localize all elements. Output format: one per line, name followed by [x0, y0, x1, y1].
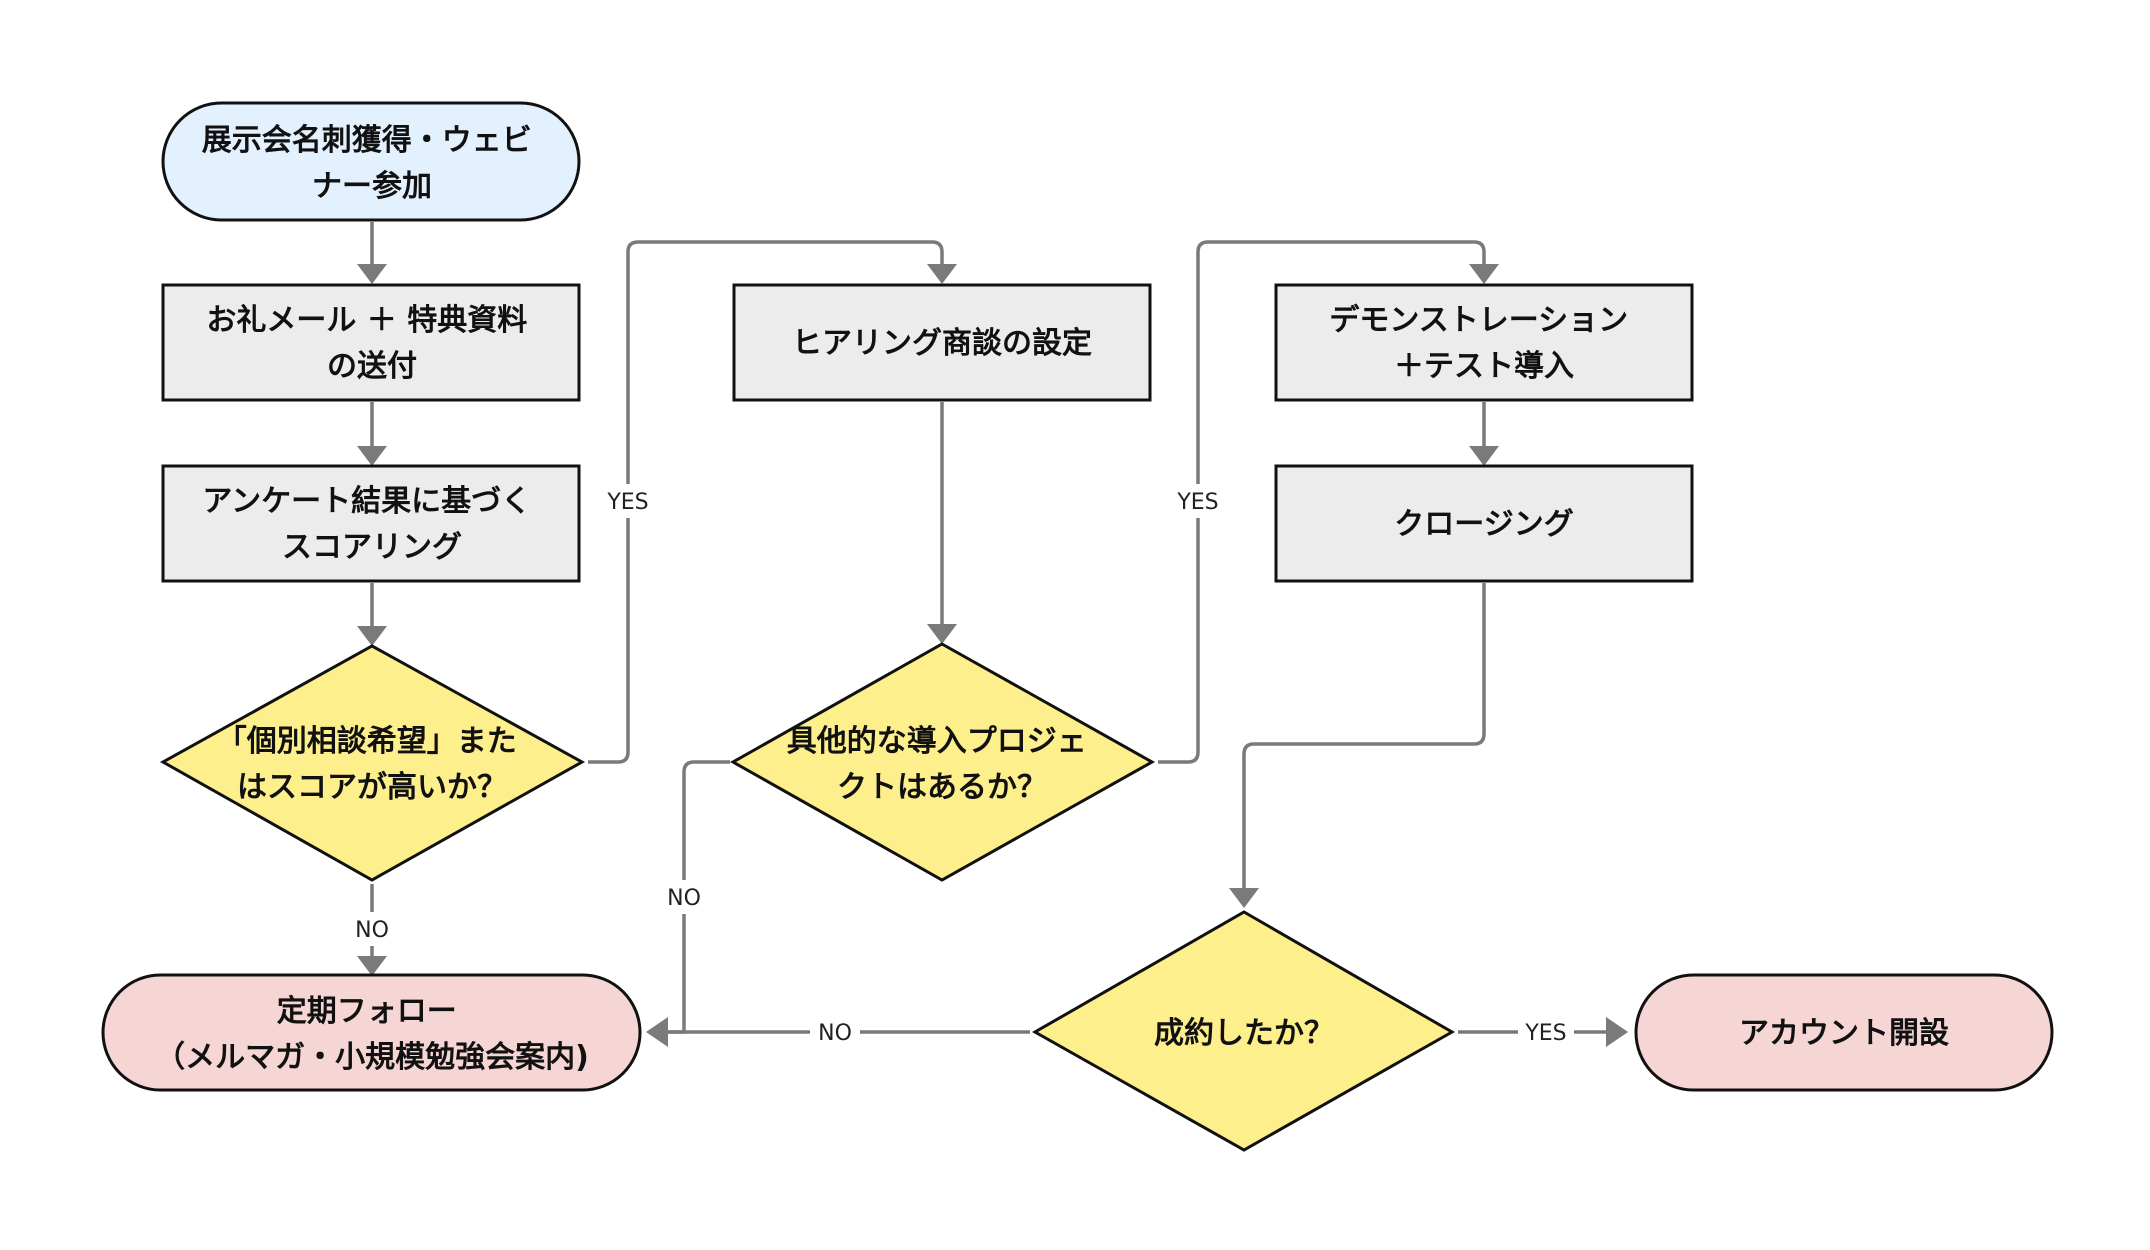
node-hearing: ヒアリング商談の設定	[732, 283, 1152, 402]
thanks-mail-line-1: お礼メール ＋ 特典資料	[206, 303, 527, 338]
followup-line-1: 定期フォロー	[277, 994, 457, 1029]
arrowhead-icon	[357, 956, 387, 976]
node-followup: 定期フォロー （メルマガ・小規模勉強会案内)	[101, 973, 642, 1092]
decision-interest-diamond	[159, 644, 586, 882]
decision-contract-line-1: 成約したか？	[1154, 1016, 1334, 1051]
node-scoring: アンケート結果に基づく スコアリング	[161, 464, 581, 583]
closing-line-1: クロージング	[1394, 507, 1573, 542]
node-decision-interest: 「個別相談希望」また はスコアが高いか？	[159, 644, 586, 882]
followup-terminal-shape	[101, 973, 642, 1092]
start-line-1: 展示会名刺獲得・ウェビ	[202, 123, 532, 158]
svg-text:アカウント開設: アカウント開設	[1739, 1016, 1949, 1051]
svg-text:デモンストレーション ＋テスト導入: デモンストレーション ＋テスト導入	[1329, 303, 1638, 384]
arrowhead-icon	[1606, 1017, 1628, 1047]
decision-interest-line-2: はスコアが高いか？	[237, 770, 507, 805]
svg-text:アンケート結果に基づく スコアリング: アンケート結果に基づく スコアリング	[202, 484, 541, 565]
node-account: アカウント開設	[1634, 973, 2054, 1092]
arrowhead-icon	[646, 1017, 668, 1047]
decision-contract-diamond	[1031, 910, 1456, 1152]
svg-text:「個別相談希望」また はスコアが高いか？: 「個別相談希望」また はスコアが高いか？	[217, 724, 527, 805]
arrowhead-icon	[357, 264, 387, 284]
svg-text:ヒアリング商談の設定: ヒアリング商談の設定	[792, 326, 1092, 361]
label-contract-yes: YES	[1524, 1021, 1566, 1046]
node-closing: クロージング	[1274, 464, 1694, 583]
label-project-no: NO	[667, 886, 701, 911]
scoring-line-1: アンケート結果に基づく	[202, 484, 531, 519]
thanks-mail-line-2: の送付	[327, 349, 417, 384]
arrowhead-icon	[357, 626, 387, 646]
thanks-mail-box	[161, 283, 581, 402]
demo-line-2: ＋テスト導入	[1394, 349, 1574, 384]
svg-text:展示会名刺獲得・ウェビ ナー参加: 展示会名刺獲得・ウェビ ナー参加	[202, 123, 542, 204]
nodes: 展示会名刺獲得・ウェビ ナー参加 お礼メール ＋ 特典資料 の送付 アンケート結…	[101, 101, 2054, 1152]
hearing-box	[732, 283, 1152, 402]
node-demo: デモンストレーション ＋テスト導入	[1274, 283, 1694, 402]
node-decision-contract: 成約したか？	[1031, 910, 1456, 1152]
decision-interest-line-1: 「個別相談希望」また	[217, 724, 517, 759]
arrowhead-icon	[1229, 888, 1259, 908]
arrowhead-icon	[1469, 264, 1499, 284]
edge-project-yes	[1158, 240, 1486, 764]
start-line-2: ナー参加	[312, 169, 432, 204]
arrowhead-icon	[927, 264, 957, 284]
svg-text:定期フォロー （メルマガ・小規模勉強会案内): 定期フォロー （メルマガ・小規模勉強会案内)	[155, 994, 589, 1075]
account-line-1: アカウント開設	[1739, 1016, 1949, 1051]
hearing-line-1: ヒアリング商談の設定	[792, 326, 1092, 361]
closing-box	[1274, 464, 1694, 583]
account-terminal-shape	[1634, 973, 2054, 1092]
scoring-box	[161, 464, 581, 583]
label-interest-yes: YES	[606, 490, 648, 515]
edge-project-no	[664, 760, 730, 1034]
arrowhead-icon	[357, 446, 387, 466]
label-interest-no: NO	[355, 918, 389, 943]
svg-text:成約したか？: 成約したか？	[1154, 1016, 1334, 1051]
followup-line-2: （メルマガ・小規模勉強会案内)	[155, 1040, 589, 1075]
edge-interest-yes	[588, 240, 944, 764]
demo-line-1: デモンストレーション	[1329, 303, 1628, 338]
arrowhead-icon	[927, 624, 957, 644]
label-contract-no: NO	[818, 1021, 852, 1046]
decision-project-line-2: クトはあるか？	[837, 770, 1047, 805]
svg-text:クロージング: クロージング	[1394, 507, 1573, 542]
node-thanks-mail: お礼メール ＋ 特典資料 の送付	[161, 283, 581, 402]
demo-box	[1274, 283, 1694, 402]
node-decision-project: 具他的な導入プロジェ クトはあるか？	[729, 642, 1156, 882]
scoring-line-2: スコアリング	[282, 530, 462, 565]
decision-project-diamond	[729, 642, 1156, 882]
arrowhead-icon	[1469, 446, 1499, 466]
start-terminal-shape	[161, 101, 581, 222]
edge-closing-to-contract	[1242, 583, 1486, 890]
decision-project-line-1: 具他的な導入プロジェ	[787, 724, 1087, 759]
node-start: 展示会名刺獲得・ウェビ ナー参加	[161, 101, 581, 222]
edges	[357, 222, 1628, 1047]
svg-text:お礼メール ＋ 特典資料 の送付: お礼メール ＋ 特典資料 の送付	[206, 303, 537, 384]
svg-text:具他的な導入プロジェ クトはあるか？: 具他的な導入プロジェ クトはあるか？	[787, 724, 1097, 805]
label-project-yes: YES	[1176, 490, 1218, 515]
edge-labels: YES NO NO YES NO YES	[348, 484, 1574, 1049]
